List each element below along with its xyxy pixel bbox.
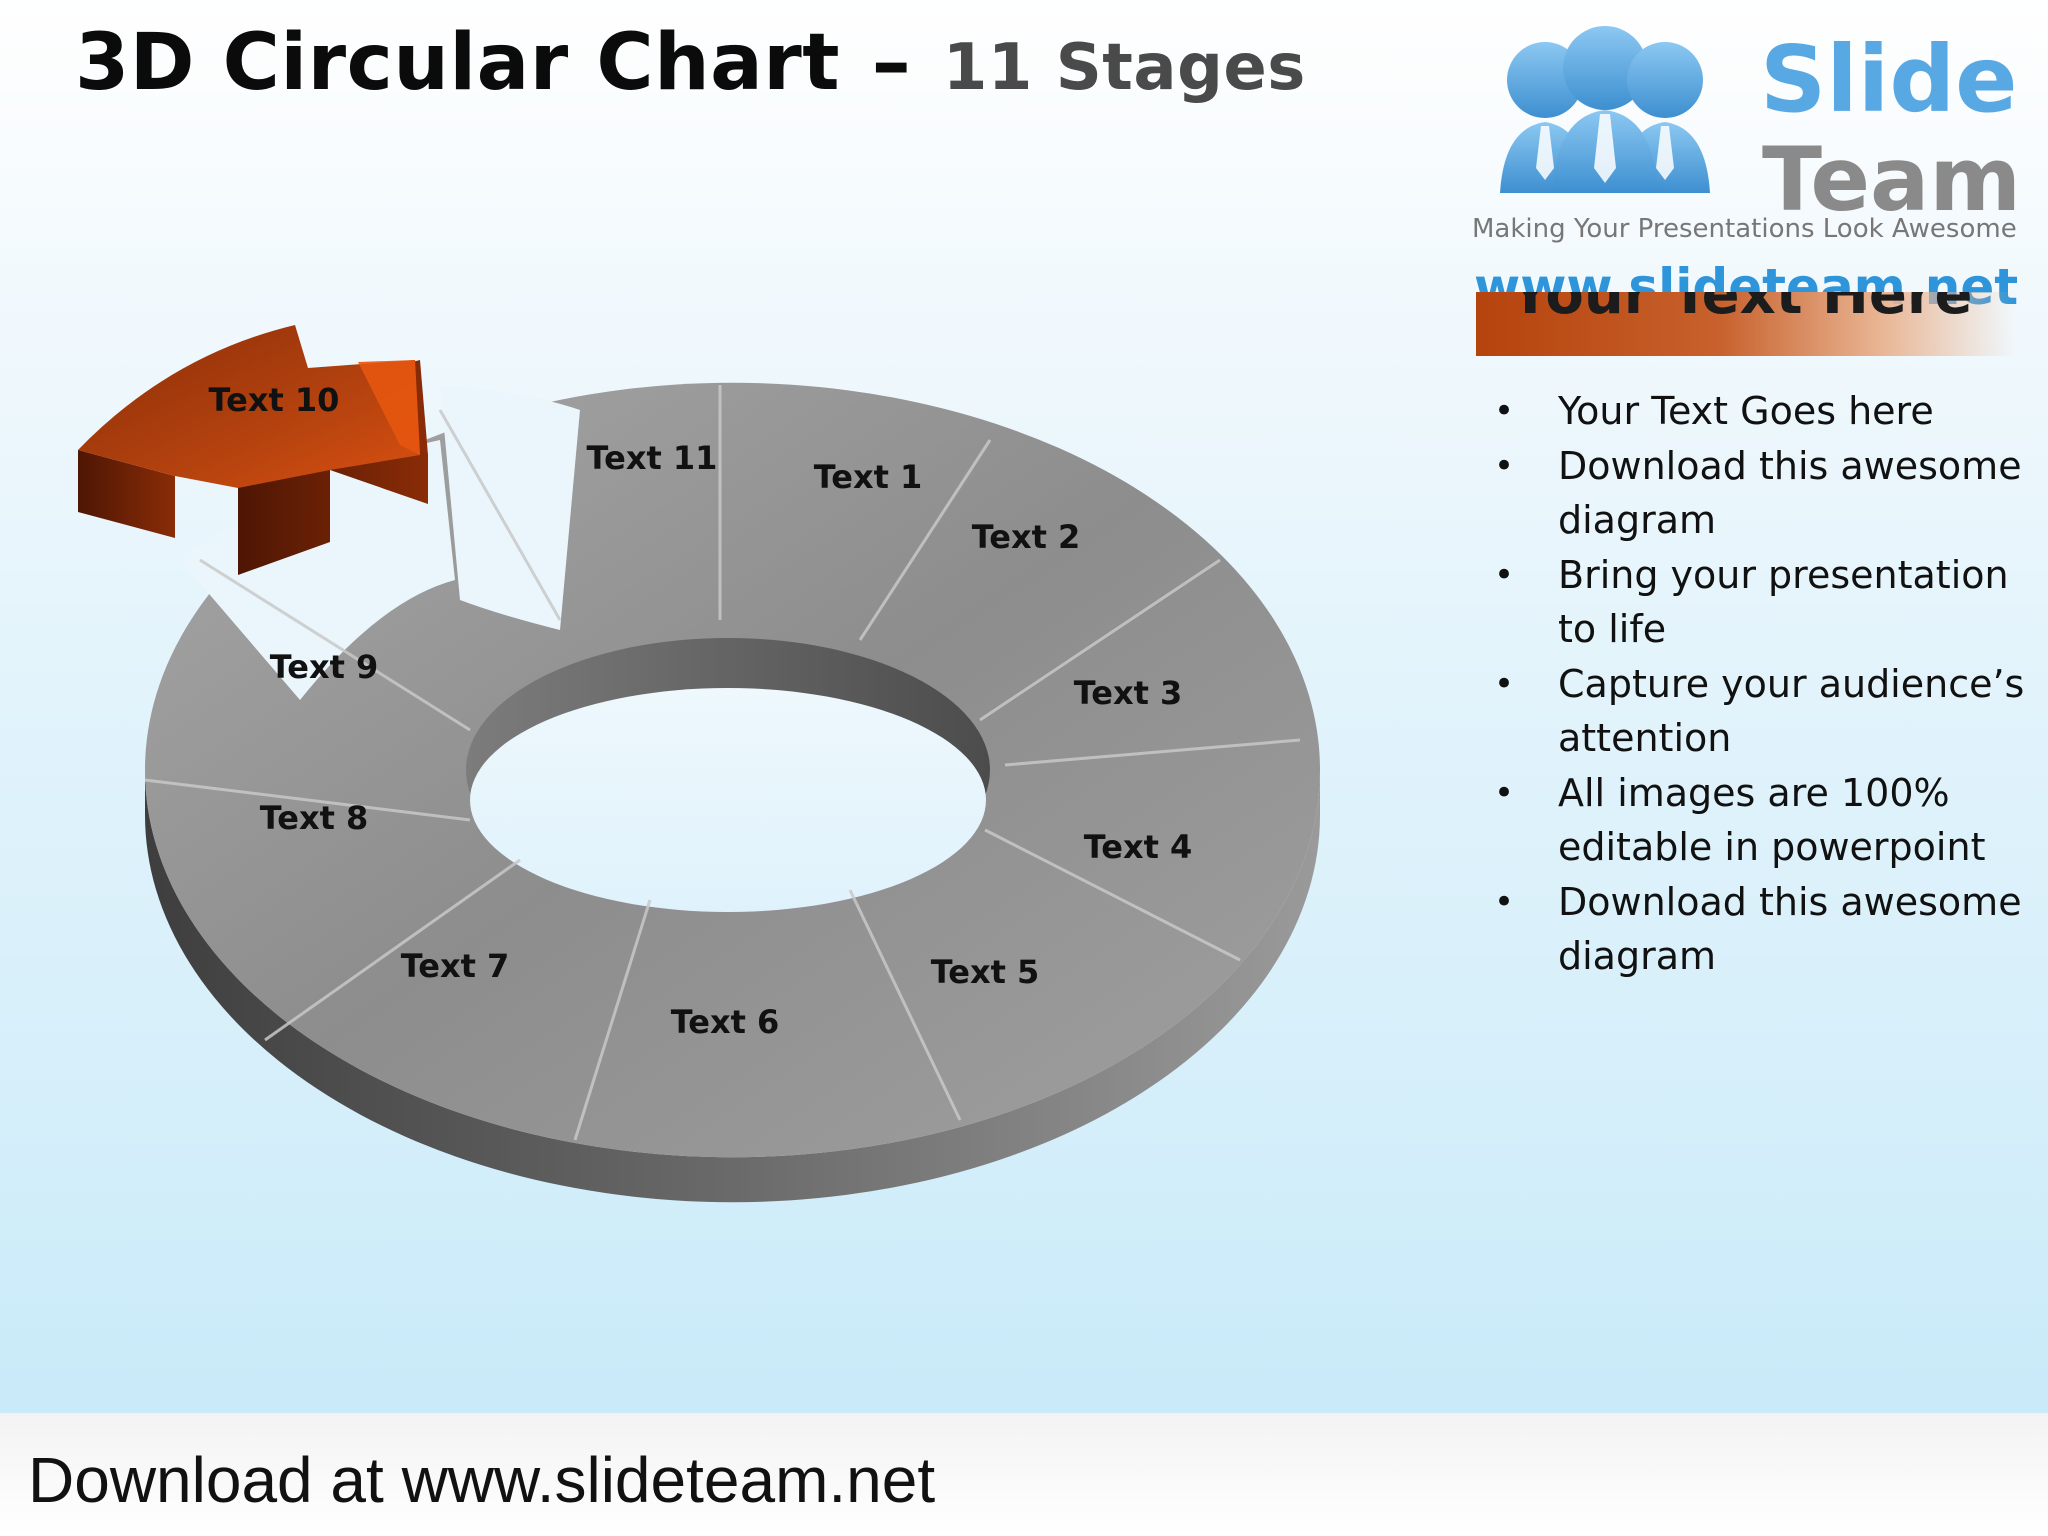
- stage-separator: [984, 828, 1241, 962]
- gap-fill: [180, 440, 455, 700]
- circular-diagram: Text 1 Text 2 Text 3 Text 4 Text 5 Text 6 Text…: [78, 325, 1320, 1203]
- logo-word-team: Team: [1762, 128, 2022, 231]
- bullet-item: Bring your presentation to life: [1480, 548, 2040, 657]
- stage-label: Text 4: [1084, 828, 1193, 866]
- stage-label: Text 7: [401, 947, 510, 985]
- piece-10-top: [78, 325, 420, 488]
- stage-label: Text 3: [1074, 674, 1183, 712]
- panel-header-text: Your Text Here: [1510, 292, 1973, 327]
- stage-separator: [438, 409, 562, 621]
- stage-separators: [144, 385, 1301, 1141]
- slide-title: 3D Circular Chart – 11 Stages: [75, 18, 1306, 108]
- stage-labels: Text 1 Text 2 Text 3 Text 4 Text 5 Text 6 Text…: [209, 381, 1193, 1041]
- bullet-item: Capture your audience’s attention: [1480, 657, 2040, 766]
- stage-label: Text 11: [587, 439, 718, 477]
- bullet-item: Download this awesome diagram: [1480, 875, 2040, 984]
- bullet-item: Download this awesome diagram: [1480, 439, 2040, 548]
- stage-label: Text 10: [209, 381, 340, 419]
- stage-separator: [264, 858, 521, 1042]
- piece-10-side-left: [78, 450, 175, 538]
- stage-separator: [199, 558, 471, 732]
- bullet-item: All images are 100% editable in powerpoi…: [1480, 766, 2040, 875]
- stage-separator: [979, 558, 1221, 722]
- stage-label: Text 9: [270, 648, 379, 686]
- ring-gap: [180, 385, 580, 700]
- stage-separator: [858, 439, 992, 641]
- stage-separator: [1004, 738, 1301, 767]
- bullet-item: Your Text Goes here: [1480, 384, 2040, 439]
- slideteam-logo: Slide Team Making Your Presentations Loo…: [1470, 18, 2022, 318]
- footer-text[interactable]: Download at www.slideteam.net: [28, 1444, 936, 1516]
- stage-label: Text 8: [260, 799, 369, 837]
- stage-label: Text 5: [931, 953, 1040, 991]
- title-subtitle: 11 Stages: [942, 31, 1306, 105]
- logo-tagline: Making Your Presentations Look Awesome: [1472, 214, 2017, 244]
- people-icon: [1500, 26, 1710, 193]
- panel-header: Your Text Here: [1476, 292, 2016, 356]
- logo-word-slide: Slide: [1760, 26, 2018, 133]
- stage-separator: [573, 899, 652, 1141]
- stage-separator: [848, 889, 962, 1121]
- title-main: 3D Circular Chart: [75, 18, 841, 108]
- footer: Download at www.slideteam.net: [0, 1413, 2048, 1536]
- stage-label: Text 6: [671, 1003, 780, 1041]
- stage-label: Text 1: [814, 458, 923, 496]
- stage-label: Text 2: [972, 518, 1081, 556]
- stage-separator: [144, 778, 471, 822]
- hole-floor: [470, 688, 986, 912]
- gap-fill: [440, 385, 580, 630]
- bullet-list: Your Text Goes here Download this awesom…: [1480, 384, 2040, 984]
- title-dash: –: [871, 18, 912, 108]
- piece-10-arrow-face: [358, 360, 420, 455]
- highlighted-piece: [78, 325, 428, 575]
